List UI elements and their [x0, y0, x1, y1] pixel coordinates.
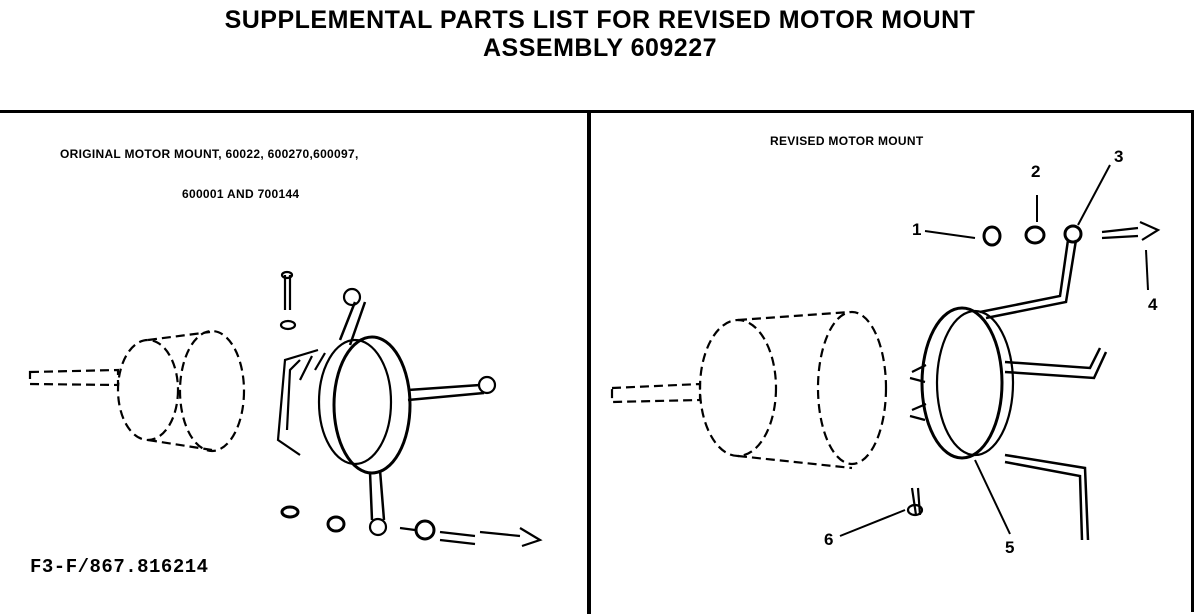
original-mount-caption-line1: ORIGINAL MOTOR MOUNT, 60022, 600270,6000… — [60, 147, 359, 161]
left-motor-outline — [28, 329, 246, 453]
right-mount-band — [909, 239, 1108, 541]
callout-1: 1 — [912, 220, 922, 239]
callout-3: 3 — [1114, 147, 1124, 166]
panel-divider — [587, 110, 591, 614]
revised-mount-caption: REVISED MOTOR MOUNT — [770, 134, 924, 148]
callout-5: 5 — [1005, 538, 1015, 557]
left-hardware — [279, 270, 543, 548]
right-motor-outline — [610, 310, 888, 470]
callout-leaders — [839, 164, 1149, 537]
callout-2: 2 — [1031, 162, 1041, 181]
page-title: SUPPLEMENTAL PARTS LIST FOR REVISED MOTO… — [224, 6, 976, 34]
page-subtitle: ASSEMBLY 609227 — [482, 34, 718, 62]
panel-frame — [0, 110, 1194, 612]
left-mount-ring — [276, 287, 497, 537]
callout-4: 4 — [1148, 295, 1158, 314]
right-hardware — [906, 220, 1161, 517]
original-mount-caption-line2: 600001 AND 700144 — [182, 187, 300, 201]
figure-code: F3-F/867.816214 — [30, 556, 209, 578]
callout-6: 6 — [824, 530, 834, 549]
